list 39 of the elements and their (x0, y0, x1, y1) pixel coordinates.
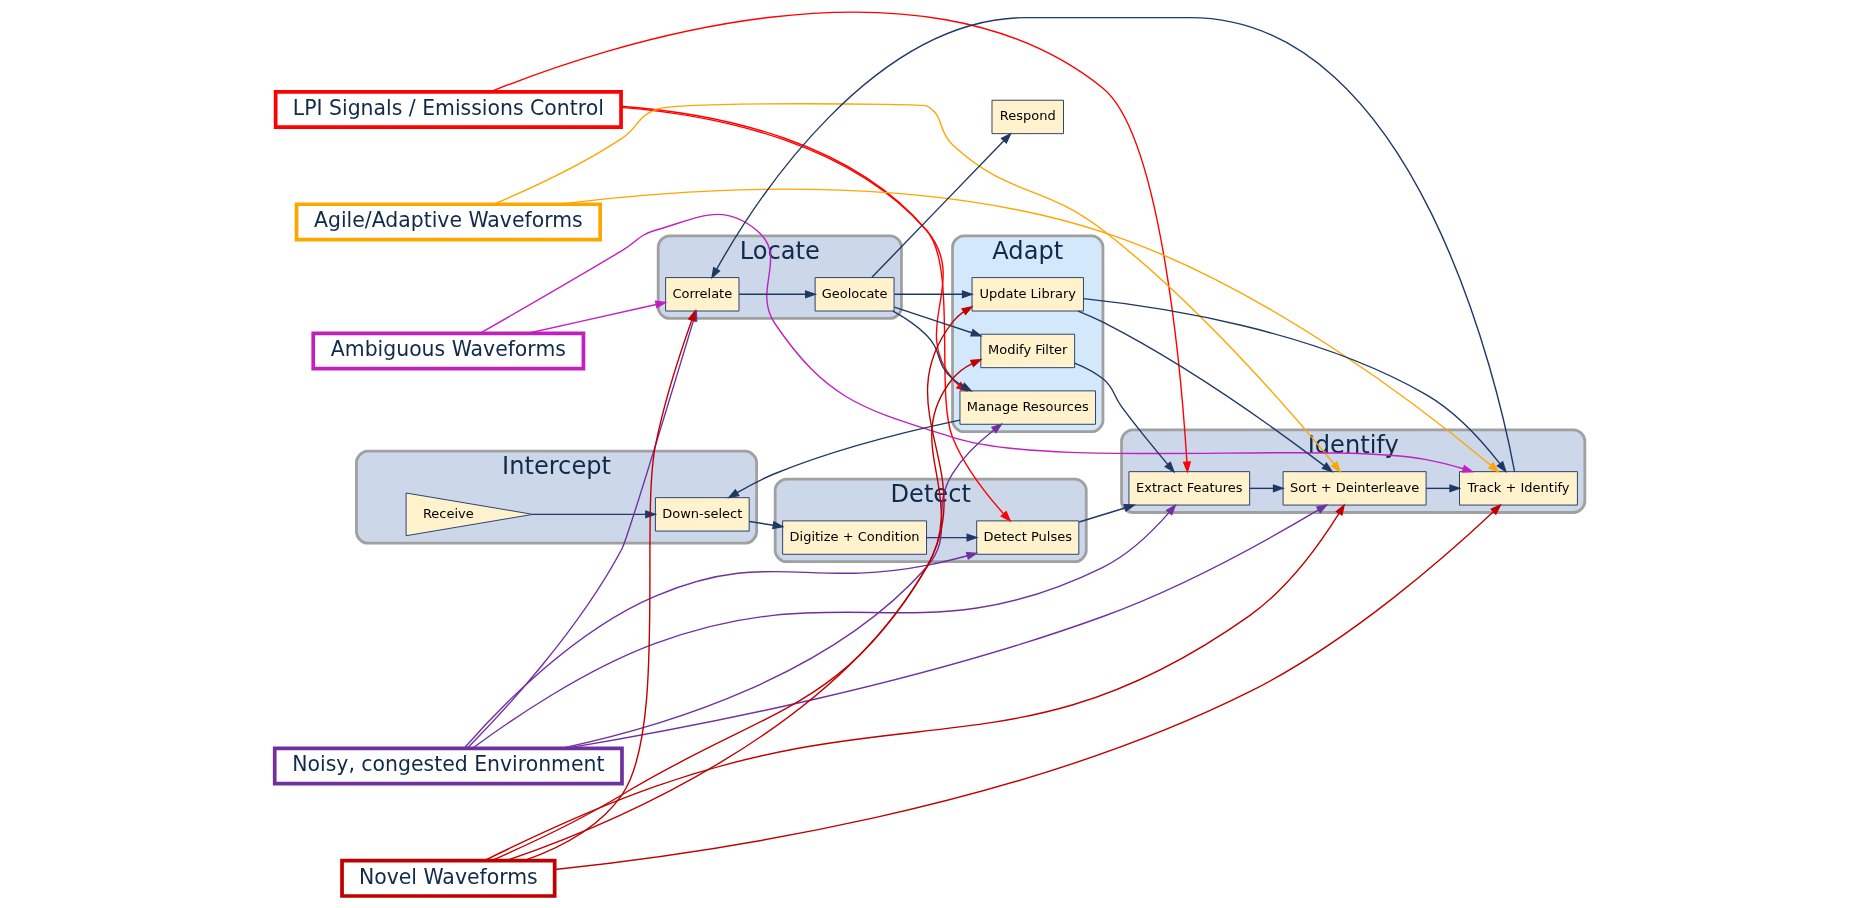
arrow (620, 106, 1011, 523)
arrow (531, 510, 657, 519)
arrow (1073, 362, 1175, 474)
arrow (1076, 310, 1334, 473)
arrow (738, 290, 817, 299)
arrow (471, 503, 1177, 749)
node-box: Modify Filter (979, 333, 1075, 369)
node-box: Agile/Adaptive Waveforms (294, 202, 602, 242)
arrow (1424, 484, 1461, 493)
node-box: Geolocate (814, 277, 894, 312)
arrow (1078, 504, 1136, 523)
arrow (893, 290, 974, 299)
arrow (925, 533, 979, 542)
node-box: Track + Identify (1458, 471, 1578, 506)
node-box: Down-select (654, 497, 750, 532)
node-box: Ambiguous Waveforms (310, 331, 585, 371)
arrow (553, 503, 1502, 871)
node-box: Extract Features (1128, 471, 1250, 506)
node-box: Detect Pulses (975, 520, 1079, 555)
arrow (479, 213, 1474, 473)
node-box: Sort + Deinterleave (1282, 471, 1427, 506)
arrow (870, 132, 1012, 278)
node-box: Noisy, congested Environment (272, 746, 624, 786)
node-box: Update Library (971, 277, 1084, 312)
arrow (893, 306, 983, 337)
arrow (726, 419, 961, 499)
node-box: LPI Signals / Emissions Control (273, 90, 623, 130)
arrow (748, 520, 785, 530)
node-box: Novel Waveforms (339, 858, 556, 898)
arrow (462, 551, 978, 749)
node-box: Manage Resources (959, 390, 1096, 425)
arrow (710, 16, 1515, 473)
arrow (1248, 484, 1285, 493)
arrow (492, 103, 1341, 473)
arrow (1082, 297, 1507, 474)
node-box: Digitize + Condition (781, 520, 927, 555)
arrow (483, 503, 1345, 862)
node-box: Correlate (664, 277, 739, 312)
node-box: Respond (991, 99, 1064, 135)
